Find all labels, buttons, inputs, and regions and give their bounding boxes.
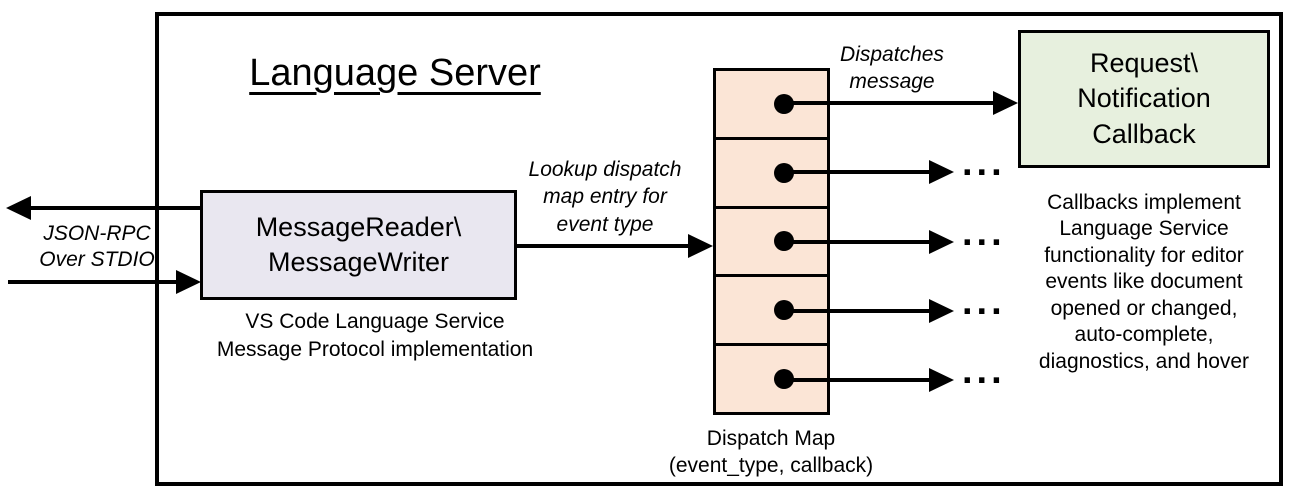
callbacks-note-line: events like document bbox=[1045, 270, 1243, 294]
ellipsis: ... bbox=[962, 281, 1006, 323]
callbacks-note: Callbacks implement Language Service fun… bbox=[1005, 190, 1283, 375]
ellipsis: ... bbox=[962, 212, 1006, 254]
ellipsis: ... bbox=[962, 142, 1006, 184]
dispatch-arrowhead-icon bbox=[929, 368, 954, 392]
dispatch-map-caption-line2: (event_type, callback) bbox=[668, 454, 874, 478]
stdio-in-arrow-line bbox=[8, 280, 176, 284]
entry-dot-icon bbox=[774, 162, 794, 183]
message-box-line2: MessageWriter bbox=[267, 247, 450, 277]
stdio-label-line2: Over STDIO bbox=[39, 248, 155, 272]
callbacks-note-line: functionality for editor bbox=[1044, 243, 1244, 267]
dispatch-arrowhead-icon bbox=[929, 299, 954, 323]
callback-box-line2: Notification bbox=[1077, 83, 1211, 114]
dispatch-arrowhead-icon bbox=[929, 230, 954, 254]
callback-box-line3: Callback bbox=[1092, 118, 1196, 149]
entry-dot-icon bbox=[774, 369, 794, 390]
entry-dot-icon bbox=[774, 231, 794, 252]
lookup-label: Lookup dispatch map entry for event type bbox=[510, 156, 700, 238]
stdio-in-arrowhead-icon bbox=[176, 270, 201, 294]
callbacks-note-line: auto-complete, bbox=[1074, 323, 1214, 347]
callbacks-note-line: Callbacks implement bbox=[1047, 191, 1241, 214]
lookup-label-line2: map entry for bbox=[543, 185, 667, 209]
dispatch-arrow-line bbox=[787, 240, 930, 244]
lookup-arrowhead-icon bbox=[688, 234, 713, 258]
lookup-label-line1: Lookup dispatch bbox=[528, 158, 682, 181]
message-readerwriter-box: MessageReader\ MessageWriter bbox=[200, 190, 517, 300]
stdio-out-arrowhead-icon bbox=[6, 196, 31, 220]
message-box-line1: MessageReader\ bbox=[255, 211, 462, 242]
dispatches-label-line1: Dispatches bbox=[840, 43, 944, 66]
dispatch-arrow-line bbox=[787, 378, 930, 382]
diagram-title: Language Server bbox=[249, 52, 541, 94]
callbacks-note-line: diagnostics, and hover bbox=[1038, 349, 1250, 373]
dispatch-map-caption: Dispatch Map (event_type, callback) bbox=[640, 425, 902, 480]
lookup-label-line3: event type bbox=[556, 212, 654, 236]
stdio-label: JSON-RPC Over STDIO bbox=[22, 221, 172, 274]
dispatch-arrow-line bbox=[787, 170, 930, 174]
request-notification-callback-box: Request\ Notification Callback bbox=[1018, 30, 1270, 168]
dispatch-arrow-line bbox=[787, 101, 994, 105]
stdio-label-line1: JSON-RPC bbox=[43, 222, 151, 245]
callback-box-line1: Request\ bbox=[1089, 48, 1199, 79]
dispatch-arrowhead-icon bbox=[929, 160, 954, 184]
ellipsis: ... bbox=[962, 350, 1006, 392]
entry-dot-icon bbox=[774, 93, 794, 114]
callbacks-note-line: Language Service bbox=[1059, 217, 1229, 241]
stdio-out-arrow-line bbox=[28, 206, 200, 210]
dispatch-arrow-line bbox=[787, 309, 930, 313]
dispatch-map-caption-line1: Dispatch Map bbox=[706, 427, 836, 450]
message-box-caption: VS Code Language Service Message Protoco… bbox=[185, 308, 565, 365]
message-box-caption-line2: Message Protocol implementation bbox=[216, 338, 534, 362]
callbacks-note-line: opened or changed, bbox=[1050, 296, 1238, 320]
lookup-arrow-line bbox=[517, 244, 689, 248]
dispatches-label-line2: message bbox=[849, 69, 935, 93]
dispatch-arrowhead-icon bbox=[993, 91, 1018, 115]
dispatches-label: Dispatches message bbox=[822, 42, 962, 96]
entry-dot-icon bbox=[774, 300, 794, 321]
message-box-caption-line1: VS Code Language Service bbox=[245, 310, 505, 333]
